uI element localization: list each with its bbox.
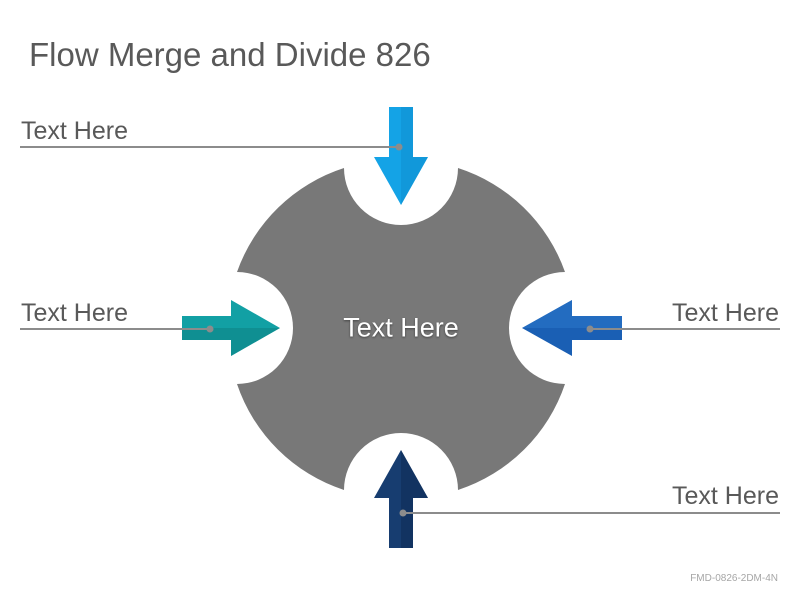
label-middle-left: Text Here bbox=[21, 299, 128, 327]
connector-middle-right bbox=[586, 325, 780, 333]
label-middle-right: Text Here bbox=[672, 299, 779, 327]
central-shape bbox=[237, 168, 565, 490]
arrow-left bbox=[182, 300, 280, 356]
label-bottom-right: Text Here bbox=[672, 482, 779, 510]
center-label: Text Here bbox=[343, 312, 459, 343]
connector-top-left bbox=[20, 143, 403, 151]
arrow-right bbox=[522, 300, 622, 356]
label-top-left: Text Here bbox=[21, 117, 128, 145]
connector-bottom-right bbox=[399, 509, 780, 517]
arrow-bottom bbox=[374, 450, 428, 548]
arrow-top bbox=[374, 107, 428, 205]
page-title: Flow Merge and Divide 826 bbox=[29, 36, 431, 73]
slide-code: FMD-0826-2DM-4N bbox=[690, 573, 778, 584]
connector-middle-left bbox=[20, 325, 214, 333]
